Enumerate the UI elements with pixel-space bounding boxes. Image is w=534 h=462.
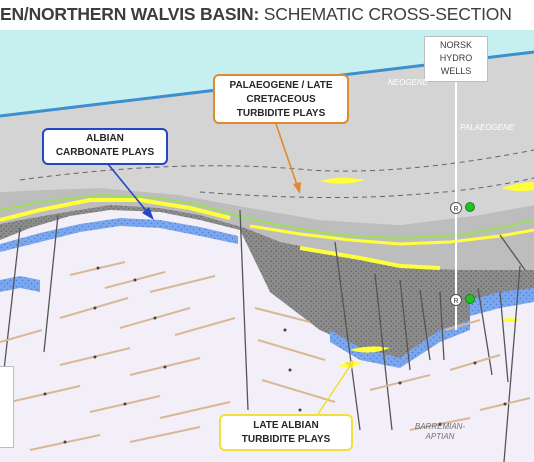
hydrocarbon-show-lower (465, 294, 475, 304)
wells-line-2: HYDRO (439, 53, 473, 63)
sand-lens-3 (350, 346, 390, 353)
callout-palaeogene-line-2: CRETACEOUS (246, 94, 316, 105)
title-bar: EN/NORTHERN WALVIS BASIN: SCHEMATIC CROS… (0, 0, 534, 30)
basement-rocks (0, 210, 534, 462)
callout-late-albian-line-2: TURBIDITE PLAYS (241, 434, 331, 445)
slide-title: EN/NORTHERN WALVIS BASIN: SCHEMATIC CROS… (0, 4, 512, 25)
dashed-horizon-2 (199, 177, 534, 199)
carbonate-left-lower (0, 276, 40, 292)
neogene-layer (0, 52, 534, 225)
arrow-late-albian (317, 360, 354, 415)
hydrocarbon-show-upper (465, 202, 475, 212)
sand-lens-1 (320, 177, 365, 184)
wells-line-1: NORSK (439, 40, 472, 50)
well-marker-lower-label: R (453, 298, 458, 305)
fault-lines (3, 209, 526, 462)
arrow-albian (107, 163, 154, 220)
callout-albian-line-2: CARBONATE PLAYS (55, 147, 155, 158)
sea-water (0, 30, 534, 116)
callout-albian-carbonate: ALBIAN CARBONATE PLAYS (42, 128, 168, 165)
shale-basin-fill (245, 228, 470, 358)
unit-barremian-line-2: APTIAN (425, 432, 455, 441)
well-marker-upper-label: R (453, 206, 458, 213)
callout-palaeogene-line-3: TURBIDITE PLAYS (236, 108, 326, 119)
well-marker-upper: R (450, 202, 475, 214)
sand-upper-left (0, 198, 231, 222)
green-horizon (0, 193, 534, 240)
callout-albian-line-1: ALBIAN (86, 133, 124, 144)
unit-label-neogene: NEOGENE (388, 78, 429, 87)
callout-late-albian-line-1: LATE ALBIAN (253, 420, 319, 431)
unit-label-barremian-aptian: BARREMIAN- APTIAN (410, 422, 470, 442)
well-marker-lower: R (450, 294, 475, 306)
sand-lower (299, 246, 441, 270)
strata-dots (43, 266, 507, 444)
carbonate-basin (330, 320, 470, 368)
callout-palaeogene-line-1: PALAEOGENE / LATE (229, 80, 333, 91)
norsk-hydro-wells-label: NORSK HYDRO WELLS (424, 36, 488, 82)
legend-box-partial (0, 366, 14, 448)
unit-label-palaeogene: PALAEOGENE (460, 123, 515, 132)
callout-late-albian-turbidite: LATE ALBIAN TURBIDITE PLAYS (219, 414, 353, 451)
unit-barremian-line-1: BARREMIAN- (414, 422, 466, 431)
title-regular-part: SCHEMATIC CROSS-SECTION (259, 4, 512, 24)
callout-palaeogene-turbidite: PALAEOGENE / LATE CRETACEOUS TURBIDITE P… (213, 74, 349, 124)
wells-line-3: WELLS (440, 66, 472, 76)
arrow-palaeogene (275, 123, 301, 194)
sand-lens-2 (502, 182, 534, 192)
albian-carbonate-platform (0, 218, 238, 252)
title-bold-part: EN/NORTHERN WALVIS BASIN: (0, 4, 260, 24)
